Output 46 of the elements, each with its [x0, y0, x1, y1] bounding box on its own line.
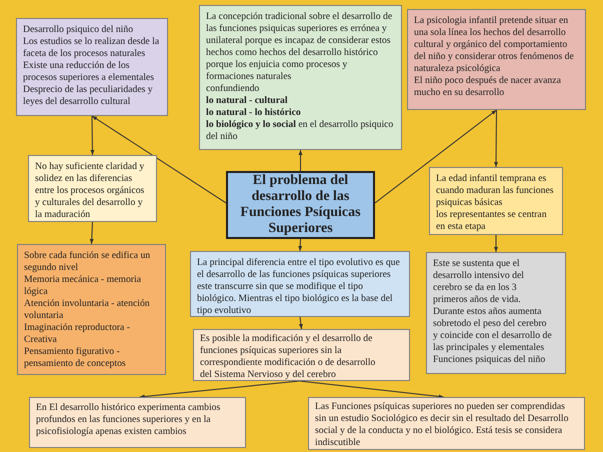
box-text: lo natural - lo histórico: [206, 107, 302, 119]
box-text: Los estudios se lo realizan desde la faceta de los procesos naturales: [23, 36, 160, 60]
box-text: No hay suficiente claridad y solidez en las diferencias entre los procesos orgánicos y culturales del desarrollo y la maduración: [35, 161, 146, 221]
arrow: [298, 150, 302, 172]
arrow: [90, 222, 94, 244]
note-box: [429, 167, 563, 235]
box-text: Es posible la modificación y el desarrollo de funciones psíquicas superiores sin la correspondiente modificación o de desarrollo del Sistema Nervioso y del cerebro: [200, 333, 376, 381]
note-box: [199, 5, 402, 150]
box-text: En El desarrollo histórico experimenta cambios profundos en las funciones superiores y en la psicofisiología apenas existen cambios: [36, 402, 222, 438]
note-box: [190, 251, 410, 317]
arrow: [90, 116, 94, 156]
note-box: [28, 155, 157, 222]
box-text: Atención involuntaria - atención voluntaria: [24, 298, 151, 322]
box-text: Desprecio de las peculiaridades y leyes del desarrollo cultural: [23, 84, 154, 108]
box-text: Este se sustenta que el desarrollo intensivo del cerebro se da en los 3 primeros años de vida. Durante estos años aumenta sobretodo el peso del cerebro y coincide con el desarrollo de las principales y elementales Funciones psiquicas del niño: [433, 258, 553, 366]
box-text: lo biológico y lo social en el desarrollo psiquico del niño: [206, 119, 394, 143]
title-text: El problema del desarrollo de las Funciones Psíquicas Superiores: [239, 173, 362, 237]
note-box: [308, 397, 585, 450]
arrow: [374, 110, 497, 204]
note-box: [17, 244, 166, 375]
box-text: lo natural - cultural: [206, 95, 289, 107]
arrow: [494, 110, 498, 168]
arrow: [494, 234, 498, 252]
box-text: Memoria mecánica - memoria lógica: [24, 274, 142, 298]
box-text: Sobre cada función se edifica un segundo nivel: [24, 250, 152, 274]
note-box: [16, 18, 168, 116]
box-text: Desarrollo psiquico del niño: [23, 24, 134, 36]
box-text: Existe una reducción de los procesos superiores a elementales: [23, 60, 155, 84]
arrow: [92, 116, 226, 204]
note-box: [193, 329, 410, 381]
arrow: [298, 238, 302, 252]
arrow: [298, 380, 444, 398]
box-text: El niño poco después de nacer avanza mucho en su desarrollo: [414, 75, 562, 99]
arrow: [298, 316, 303, 330]
arrow: [139, 380, 300, 398]
box-text: Las Funciones psíquicas superiores no pueden ser comprendidas sin un estudio Sociológico es decir sin el resultado del Desarrollo social y de la conducta y no el biológico. Está tesis se considera indiscutible: [315, 401, 570, 449]
note-box: [407, 9, 586, 110]
box-text: confundiendo: [206, 83, 260, 95]
box-text: Imaginación reproductora - Creativa: [24, 322, 131, 346]
box-text: La principal diferencia entre el tipo evolutivo es que el desarrollo de las funciones psíquicas superiores este transcurre sin que se modifique el tipo biológico. Mientras el tipo biológico es la base del tipo evolutivo: [197, 257, 401, 317]
note-box: [29, 397, 246, 448]
note-box: [426, 252, 566, 374]
title-box: [226, 171, 375, 239]
box-text: Pensamiento figurativo - pensamiento de conceptos: [24, 346, 127, 370]
box-text: La psicologia infantil pretende situar en una sola línea los hechos del desarrollo cultural y orgánico del comportamiento del niño y considerar otros fenómenos de naturaleza psicológica: [414, 15, 575, 75]
box-text: los representantes se centran en esta etapa: [436, 209, 548, 233]
